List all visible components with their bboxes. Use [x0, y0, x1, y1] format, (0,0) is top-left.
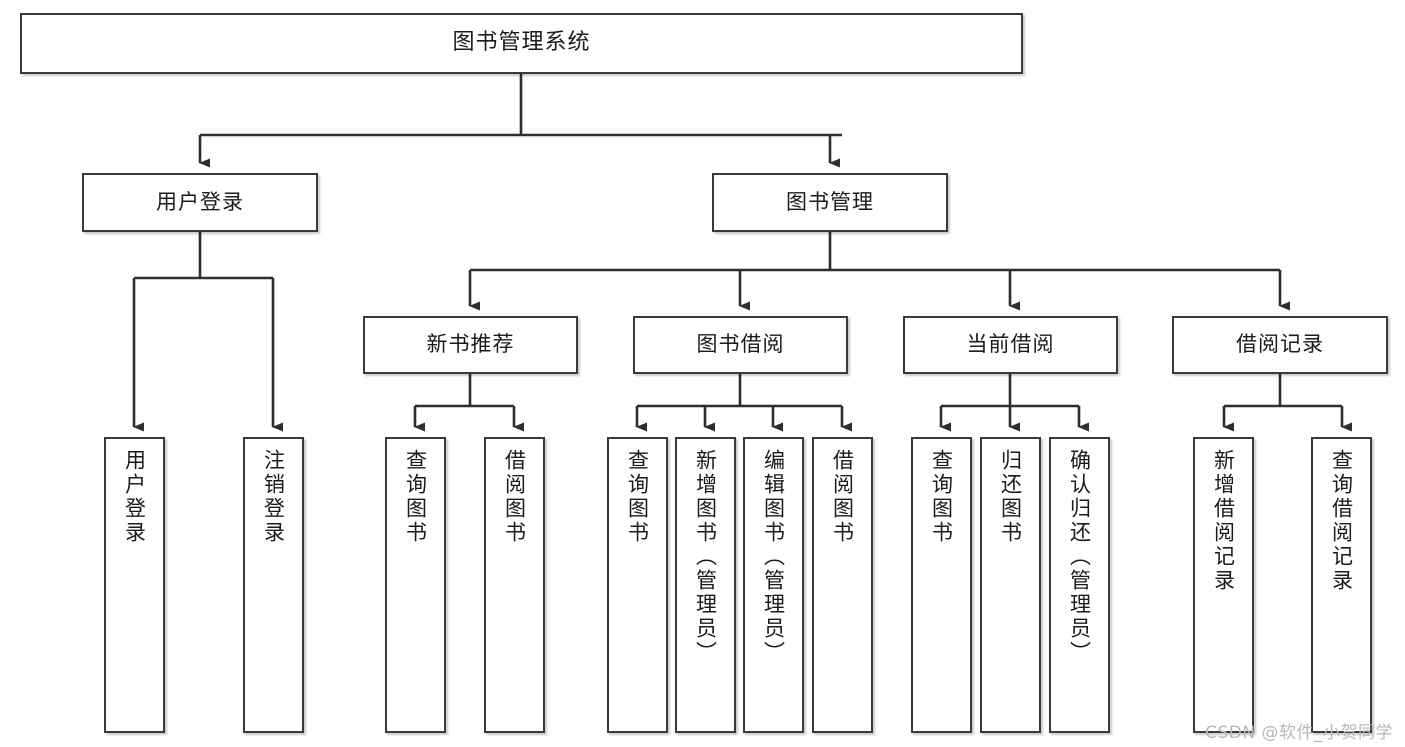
leaf-add-record-label: 新增借阅记录 [1211, 449, 1236, 593]
node-book-borrow[interactable]: 图书借阅 [633, 316, 848, 374]
leaf-borrow-book-2[interactable]: 借阅图书 [812, 437, 873, 733]
node-borrow-record[interactable]: 借阅记录 [1172, 316, 1388, 374]
node-root[interactable]: 图书管理系统 [20, 13, 1023, 74]
leaf-borrow-book-1-label: 借阅图书 [502, 449, 527, 545]
node-borrow-record-label: 借阅记录 [1236, 332, 1324, 357]
leaf-query-book-3-label: 查询图书 [929, 449, 954, 545]
leaf-add-record[interactable]: 新增借阅记录 [1193, 437, 1254, 733]
leaf-add-book-admin-label: 新增图书（管理员） [693, 449, 718, 665]
leaf-user-login[interactable]: 用户登录 [104, 437, 165, 733]
leaf-query-book-1[interactable]: 查询图书 [385, 437, 446, 733]
node-new-book-recommend[interactable]: 新书推荐 [363, 316, 578, 374]
node-user-login[interactable]: 用户登录 [82, 173, 318, 232]
leaf-query-book-2[interactable]: 查询图书 [607, 437, 668, 733]
node-current-borrow-label: 当前借阅 [966, 332, 1055, 357]
node-book-manage-label: 图书管理 [786, 189, 874, 214]
leaf-borrow-book-1[interactable]: 借阅图书 [484, 437, 545, 733]
node-current-borrow[interactable]: 当前借阅 [903, 316, 1118, 374]
leaf-edit-book-admin-label: 编辑图书（管理员） [761, 449, 786, 665]
leaf-user-login-label: 用户登录 [122, 449, 147, 545]
leaf-logout[interactable]: 注销登录 [243, 437, 304, 733]
node-book-manage[interactable]: 图书管理 [712, 173, 948, 232]
leaf-return-book-label: 归还图书 [998, 449, 1023, 545]
node-user-login-label: 用户登录 [156, 189, 244, 214]
leaf-logout-label: 注销登录 [261, 449, 286, 545]
leaf-edit-book-admin[interactable]: 编辑图书（管理员） [743, 437, 804, 733]
leaf-return-book[interactable]: 归还图书 [980, 437, 1041, 733]
node-root-label: 图书管理系统 [452, 30, 591, 56]
leaf-query-book-1-label: 查询图书 [403, 449, 428, 545]
leaf-query-book-2-label: 查询图书 [625, 449, 650, 545]
leaf-query-record[interactable]: 查询借阅记录 [1311, 437, 1372, 733]
node-new-book-recommend-label: 新书推荐 [426, 332, 515, 357]
leaf-query-record-label: 查询借阅记录 [1329, 449, 1354, 593]
leaf-query-book-3[interactable]: 查询图书 [911, 437, 972, 733]
leaf-confirm-return-admin[interactable]: 确认归还（管理员） [1049, 437, 1110, 733]
node-book-borrow-label: 图书借阅 [696, 332, 785, 357]
leaf-borrow-book-2-label: 借阅图书 [830, 449, 855, 545]
leaf-add-book-admin[interactable]: 新增图书（管理员） [675, 437, 736, 733]
leaf-confirm-return-admin-label: 确认归还（管理员） [1067, 449, 1092, 665]
